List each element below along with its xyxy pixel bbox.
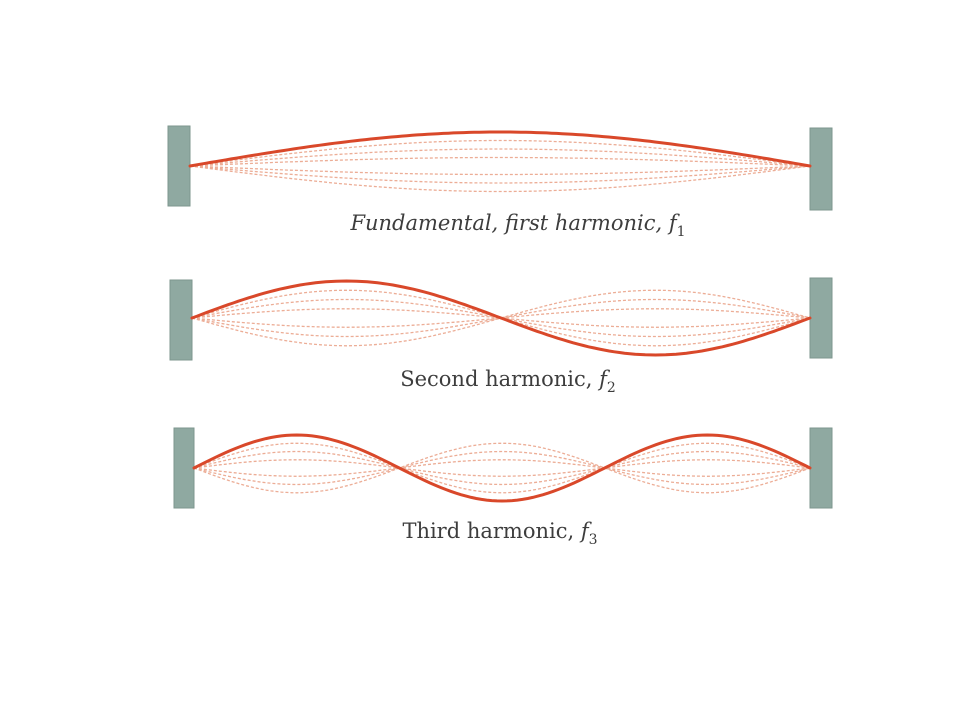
- left-wall-first: [167, 125, 191, 207]
- caption-second-harmonic: Second harmonic, f2: [400, 367, 616, 396]
- faint-mode-curve-third-6: [193, 442, 811, 494]
- caption-second-prefix: Second harmonic,: [400, 367, 599, 391]
- string-modes-first: [188, 130, 812, 193]
- panel-first-harmonic: Fundamental, first harmonic, f1: [167, 125, 833, 240]
- left-wall-third: [173, 427, 195, 509]
- caption-first-symbol: f: [667, 211, 680, 235]
- main-mode-curve-first: [188, 130, 812, 168]
- caption-second-subscript: 2: [607, 380, 616, 396]
- caption-first-prefix: Fundamental, first harmonic,: [349, 211, 668, 235]
- faint-mode-curve-third-4: [193, 459, 811, 477]
- faint-mode-curve-first-4: [189, 156, 811, 167]
- main-mode-curve-second: [190, 279, 812, 357]
- right-wall-first: [809, 127, 833, 211]
- faint-mode-curve-third-2: [193, 450, 811, 486]
- caption-first-harmonic: Fundamental, first harmonic, f1: [349, 211, 685, 240]
- faint-mode-curve-third-3: [193, 459, 811, 477]
- main-mode-curve-third: [192, 433, 812, 503]
- caption-first-subscript: 1: [677, 224, 686, 240]
- caption-third-subscript: 3: [589, 532, 598, 548]
- caption-third-harmonic: Third harmonic, f3: [402, 519, 597, 548]
- caption-third-symbol: f: [579, 519, 592, 543]
- panel-third-harmonic: Third harmonic, f3: [173, 427, 833, 548]
- string-modes-third: [192, 433, 812, 503]
- panel-second-harmonic: Second harmonic, f2: [169, 277, 833, 396]
- right-wall-third: [809, 427, 833, 509]
- faint-mode-curve-first-1: [189, 165, 811, 193]
- faint-mode-curve-third-5: [193, 450, 811, 486]
- faint-mode-curve-first-3: [189, 165, 811, 176]
- faint-mode-curve-third-1: [193, 442, 811, 494]
- string-modes-second: [190, 279, 812, 357]
- right-wall-second: [809, 277, 833, 359]
- faint-mode-curve-first-5: [189, 148, 811, 167]
- faint-mode-curve-second-3: [191, 308, 811, 328]
- faint-mode-curve-second-4: [191, 308, 811, 328]
- faint-mode-curve-first-6: [189, 139, 811, 167]
- caption-third-prefix: Third harmonic,: [402, 519, 580, 543]
- caption-second-symbol: f: [597, 367, 610, 391]
- faint-mode-curve-first-2: [189, 165, 811, 184]
- left-wall-second: [169, 279, 193, 361]
